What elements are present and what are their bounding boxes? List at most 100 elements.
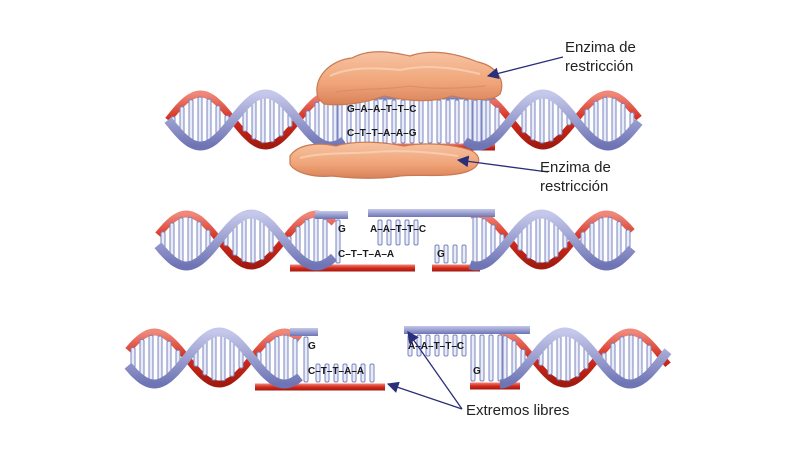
- base-pair: [333, 363, 339, 383]
- base-pair: [553, 222, 559, 258]
- base-pair: [314, 101, 320, 139]
- red-strand: [125, 328, 303, 388]
- base-pair: [547, 341, 553, 375]
- base-pair: [211, 335, 217, 381]
- base-pair: [315, 363, 321, 383]
- helix-row-3-right-fragment: [404, 326, 672, 390]
- base-pair: [404, 219, 410, 246]
- base-pair: [303, 336, 309, 383]
- base-pair: [274, 336, 280, 380]
- red-strand: [499, 328, 671, 388]
- seq-cut-right-bottom: G: [437, 249, 445, 260]
- blue-strand: [462, 89, 643, 151]
- base-pair: [511, 340, 517, 376]
- base-pair: [386, 219, 392, 246]
- base-pair: [206, 98, 212, 142]
- base-pair: [616, 221, 622, 259]
- base-pair: [400, 99, 406, 144]
- base-pair: [351, 363, 357, 383]
- red-strand: [462, 90, 642, 150]
- red-strand-cut-right: [432, 264, 480, 272]
- base-pair: [418, 99, 424, 144]
- base-pair: [425, 334, 431, 357]
- helix-row-2: [154, 209, 636, 272]
- base-pair: [157, 335, 163, 381]
- base-pair: [259, 219, 265, 261]
- base-pair: [443, 334, 449, 357]
- blue-strand-cut-right: [368, 209, 495, 217]
- base-pair: [445, 99, 451, 144]
- base-pair: [619, 336, 625, 380]
- base-pair: [360, 363, 366, 383]
- base-pair: [335, 219, 341, 264]
- base-pair: [593, 100, 599, 140]
- base-pair: [202, 340, 208, 376]
- seq-free-left-top: G: [308, 341, 316, 352]
- base-pair: [574, 338, 580, 378]
- base-pair: [526, 221, 532, 259]
- base-pair: [229, 339, 235, 377]
- base-pair: [278, 103, 284, 137]
- base-pair: [598, 217, 604, 263]
- pointer-sticky-left: [386, 381, 463, 410]
- base-pair: [197, 96, 203, 144]
- base-pair: [148, 334, 154, 382]
- base-pair: [461, 334, 467, 357]
- base-pair: [548, 98, 554, 142]
- base-pair: [481, 99, 487, 144]
- base-pair: [304, 219, 310, 261]
- base-pair: [479, 334, 485, 382]
- base-pair: [443, 244, 449, 264]
- red-strand-left-end: [255, 383, 385, 391]
- base-pair: [485, 99, 491, 141]
- base-pair: [602, 96, 608, 144]
- base-pair: [220, 334, 226, 382]
- base-pair: [565, 334, 571, 382]
- red-strand: [468, 210, 635, 270]
- base-pair: [467, 98, 473, 142]
- base-pair: [250, 216, 256, 264]
- blue-strand: [468, 209, 636, 271]
- seq-cut-left-top: G: [338, 224, 346, 235]
- seq-intact-bottom: C–T–T–A–A–G: [347, 128, 417, 139]
- base-pair: [502, 335, 508, 381]
- base-pair: [324, 363, 330, 383]
- seq-intact-top: G–A–A–T–T–C: [347, 104, 416, 115]
- base-pair: [313, 216, 319, 264]
- base-pair: [292, 337, 298, 379]
- base-pair: [544, 217, 550, 263]
- base-pair: [535, 216, 541, 264]
- pointer-enzyme-top: [486, 56, 564, 80]
- base-pair: [463, 99, 469, 144]
- label-sticky-ends: Extremos libres: [466, 402, 569, 419]
- seq-free-left-bottom: C–T–T–A–A: [308, 366, 364, 377]
- pointer-enzyme-bottom: [456, 155, 549, 173]
- base-pair: [187, 216, 193, 264]
- blue-strand-cut-left: [315, 211, 348, 219]
- base-pair: [241, 218, 247, 262]
- base-pair: [166, 340, 172, 376]
- seq-cut-right-top: A–A–T–T–C: [370, 224, 426, 235]
- base-pair: [337, 99, 343, 144]
- base-pair: [620, 103, 626, 137]
- base-pair: [530, 99, 536, 141]
- blue-strand: [124, 327, 303, 389]
- base-pair: [188, 99, 194, 141]
- base-pair: [377, 219, 383, 246]
- base-pair: [452, 244, 458, 264]
- base-pair: [434, 244, 440, 264]
- base-pair: [427, 99, 433, 144]
- base-pair: [488, 334, 494, 382]
- base-pair: [169, 222, 175, 258]
- seq-free-right-top: A–A–T–T–C: [408, 341, 464, 352]
- base-pair: [539, 96, 545, 144]
- blue-strand: [164, 89, 347, 151]
- base-pair: [322, 218, 328, 262]
- base-pair: [196, 221, 202, 259]
- label-enzyme-bottom-line1: Enzima de: [540, 159, 611, 176]
- blue-strand-right-end: [404, 326, 530, 334]
- base-pair: [251, 100, 257, 140]
- label-enzyme-top-line1: Enzima de: [565, 39, 636, 56]
- blue-strand: [499, 327, 672, 389]
